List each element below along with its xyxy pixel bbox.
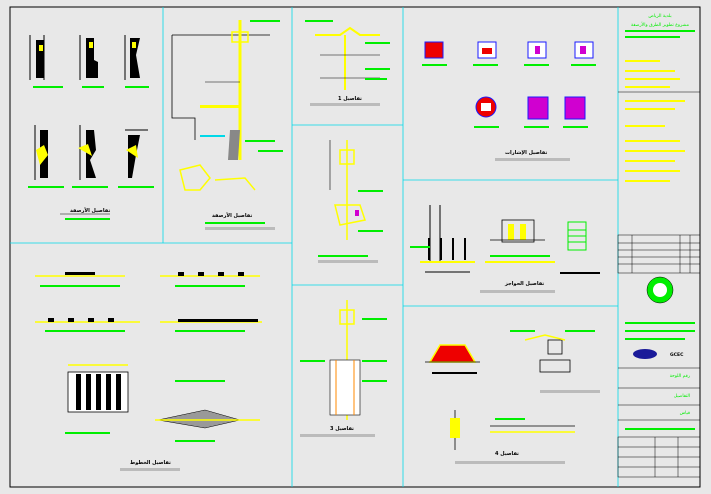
curb-section-2 (79, 35, 104, 88)
titleblock-field3: قياس (680, 411, 690, 416)
panel-sign-details: تفاصيل الإشارات (422, 41, 596, 161)
panel9-title: تفاصيل 4 (495, 451, 519, 457)
curb-section-1 (29, 35, 63, 88)
panel3-title: تفاصيل 1 (338, 96, 362, 102)
panel-barrier-details: تفاصيل الحواجز (410, 205, 600, 293)
logo-text: GCEC (670, 352, 684, 358)
titleblock-top2: مشروع تطوير الطرق والأرصفة (631, 21, 690, 28)
curb-section-4 (28, 125, 64, 188)
panel-pavement-section: تفاصيل الأرصفة (171, 20, 283, 230)
panel-detail-4: تفاصيل 4 (425, 330, 600, 464)
curb-section-3 (124, 35, 149, 88)
panel-detail-3: تفاصيل 3 (300, 300, 387, 437)
panel7-title: تفاصيل الحواجز (504, 281, 544, 287)
curb-section-6 (118, 129, 154, 188)
title-block: بلدية الرياض مشروع تطوير الطرق والأرصفة … (617, 14, 701, 478)
panel6-title: تفاصيل 3 (330, 426, 354, 432)
panel2-title: تفاصيل الأرصفة (212, 212, 252, 219)
panel-detail-1: تفاصيل 1 (305, 20, 390, 106)
curb-section-5 (72, 125, 108, 188)
panel1-title: تفاصيل الأرصفة (70, 207, 110, 214)
titleblock-field1: رقم اللوحة (670, 374, 690, 379)
titleblock-field2: التفاصيل (674, 394, 690, 399)
panel-detail-2 (318, 140, 383, 263)
titleblock-top1: بلدية الرياض (648, 14, 671, 19)
panel8-title: تفاصيل الإشارات (505, 150, 547, 156)
panel-line-markings: تفاصيل الخطوط (35, 272, 262, 471)
panel-curb-details: تفاصيل الأرصفة (28, 35, 154, 220)
panel5-title: تفاصيل الخطوط (130, 460, 171, 466)
